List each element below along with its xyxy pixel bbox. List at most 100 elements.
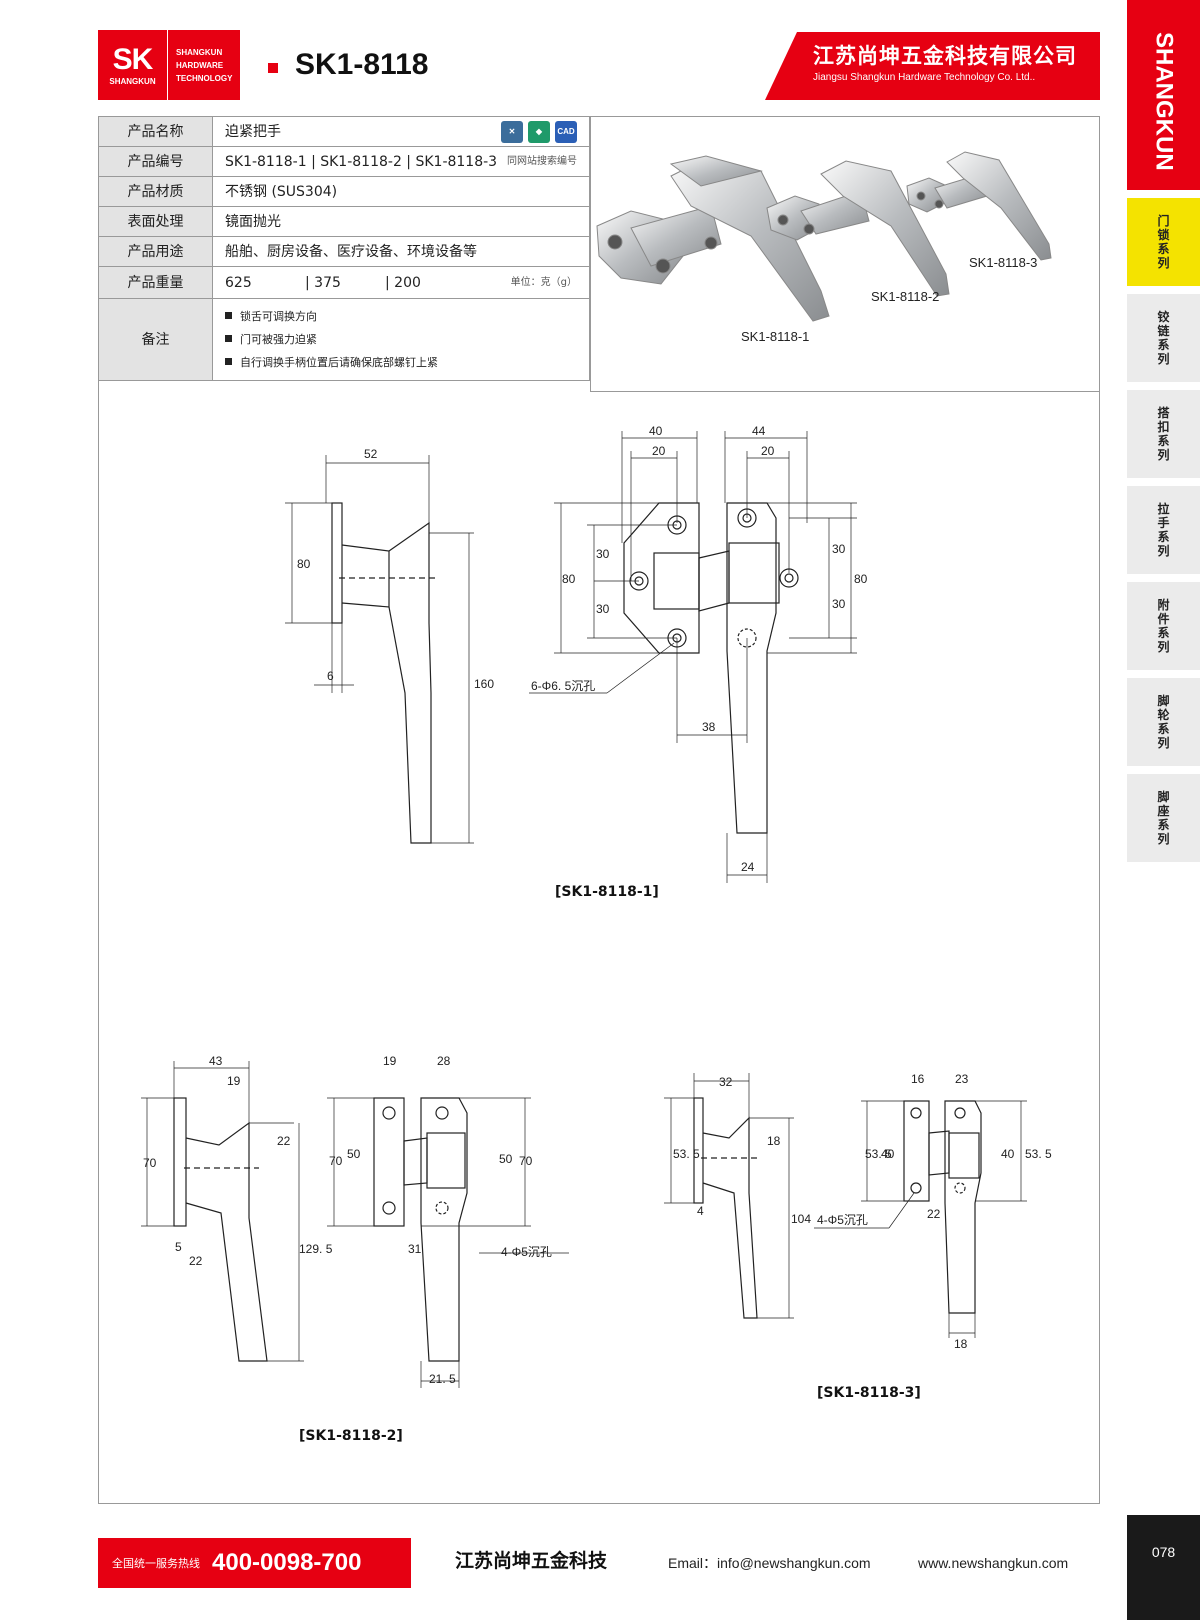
tab-label: 脚轮系列	[1157, 694, 1170, 750]
spec-label: 产品编号	[98, 146, 213, 177]
drawing-sk1-8118-1-front	[529, 431, 857, 883]
dim: 18	[954, 1337, 968, 1351]
dim: 16	[911, 1072, 925, 1086]
tab-door-lock[interactable]: 门锁系列	[1127, 198, 1200, 286]
dim: 22	[927, 1207, 941, 1221]
spec-label: 产品用途	[98, 236, 213, 267]
dim: 40	[881, 1147, 895, 1161]
sidebar-brand: SHANGKUN	[1127, 0, 1200, 190]
bullet-icon	[225, 358, 232, 365]
dim: 160	[474, 677, 494, 691]
product-name: 迫紧把手	[225, 123, 281, 140]
tab-label: 铰链系列	[1157, 310, 1170, 366]
dim: 21. 5	[429, 1372, 456, 1386]
logo-mark: SK	[112, 42, 154, 76]
dim: 80	[854, 572, 868, 586]
tab-label: 门锁系列	[1157, 214, 1170, 270]
drawing-sk1-8118-1-side	[285, 455, 474, 844]
note-item: 锁舌可调换方向	[225, 305, 577, 328]
tab-hinge[interactable]: 铰链系列	[1127, 294, 1200, 382]
dim: 23	[955, 1072, 969, 1086]
company-banner: 江苏尚坤五金科技有限公司 Jiangsu Shangkun Hardware T…	[765, 32, 1100, 100]
photo-caption: SK1-8118-1	[741, 329, 810, 344]
code-hint: 同网站搜索编号	[507, 155, 577, 167]
dim: 22	[189, 1254, 203, 1268]
dim: 32	[719, 1075, 733, 1089]
download-image-icon[interactable]: ✕	[501, 120, 523, 143]
footer-email[interactable]: Email：info@newshangkun.com	[668, 1555, 871, 1571]
note-item: 门可被强力迫紧	[225, 328, 577, 351]
tab-caster[interactable]: 脚轮系列	[1127, 678, 1200, 766]
page-title: SK1-8118	[295, 48, 429, 81]
spec-name-cell: 迫紧把手 ✕◆CAD	[212, 116, 590, 147]
cad-icon[interactable]: CAD	[555, 120, 577, 143]
handle-photo-medium	[766, 160, 950, 297]
tab-label: 搭扣系列	[1157, 406, 1170, 462]
drawing-sk1-8118-3	[664, 1073, 1027, 1338]
dim: 70	[519, 1154, 533, 1168]
drawing-label: [SK1-8118-2]	[299, 1428, 403, 1444]
logo-sub: SHANGKUN	[109, 76, 156, 86]
weight-value: | 375	[305, 274, 341, 291]
brand-text: SHANGKUN	[1150, 32, 1178, 171]
company-name-en: Jiangsu Shangkun Hardware Technology Co.…	[813, 72, 1036, 83]
product-photo: SK1-8118-1 SK1-8118-2 SK1-8118-3	[590, 116, 1100, 392]
dim: 40	[649, 424, 663, 438]
handle-photo-large	[596, 155, 830, 322]
spec-label: 备注	[98, 298, 213, 381]
dim: 50	[499, 1152, 513, 1166]
dim: 53. 5	[1025, 1147, 1052, 1161]
tab-label: 拉手系列	[1157, 502, 1170, 558]
spec-label: 产品材质	[98, 176, 213, 207]
tab-foot-base[interactable]: 脚座系列	[1127, 774, 1200, 862]
tab-label: 附件系列	[1157, 598, 1170, 654]
footer-company: 江苏尚坤五金科技	[455, 1550, 608, 1572]
dim: 53. 5	[865, 1147, 892, 1161]
dim: 129. 5	[299, 1242, 333, 1256]
spec-label: 表面处理	[98, 206, 213, 237]
bullet-icon	[225, 335, 232, 342]
content-frame	[98, 116, 1100, 1504]
tab-hasp[interactable]: 搭扣系列	[1127, 390, 1200, 478]
dim: 70	[143, 1156, 157, 1170]
dim: 6	[327, 669, 334, 683]
product-material: 不锈钢 (SUS304)	[212, 176, 590, 207]
dim: 30	[596, 547, 610, 561]
hotline-number[interactable]: 400-0098-700	[212, 1549, 362, 1576]
dim: 5	[175, 1240, 182, 1254]
note-item: 自行调换手柄位置后请确保底部螺钉上紧	[225, 351, 577, 374]
spec-label: 产品名称	[98, 116, 213, 147]
tab-accessory[interactable]: 附件系列	[1127, 582, 1200, 670]
weight-unit: 单位：克（g）	[510, 276, 577, 288]
photo-caption: SK1-8118-2	[871, 289, 940, 304]
product-code: SK1-8118-1 | SK1-8118-2 | SK1-8118-3	[225, 153, 498, 170]
tab-pull-handle[interactable]: 拉手系列	[1127, 486, 1200, 574]
footer: 全国统一服务热线 400-0098-700 江苏尚坤五金科技 Email：inf…	[98, 1538, 1100, 1588]
drawing-sk1-8118-2	[141, 1061, 569, 1388]
dim: 80	[562, 572, 576, 586]
handle-photo-small	[906, 151, 1052, 261]
dim: 24	[741, 860, 755, 874]
footer-website[interactable]: www.newshangkun.com	[918, 1555, 1069, 1571]
weight-value: | 200	[385, 274, 421, 291]
buy-online-icon[interactable]: ◆	[528, 120, 550, 143]
dim: 31	[408, 1242, 422, 1256]
dim: 40	[1001, 1147, 1015, 1161]
company-name-cn: 江苏尚坤五金科技有限公司	[813, 44, 1077, 68]
dim: 50	[347, 1147, 361, 1161]
dim: 20	[761, 444, 775, 458]
dim: 6-Φ6. 5沉孔	[531, 679, 595, 693]
spec-code-cell: SK1-8118-1 | SK1-8118-2 | SK1-8118-3 同网站搜…	[212, 146, 590, 177]
weight-value: 625	[225, 274, 252, 291]
photo-caption: SK1-8118-3	[969, 255, 1038, 270]
dim: 19	[227, 1074, 241, 1088]
dim: 4-Φ5沉孔	[501, 1245, 552, 1259]
page-number: 078	[1127, 1515, 1200, 1620]
spec-notes-cell: 锁舌可调换方向 门可被强力迫紧 自行调换手柄位置后请确保底部螺钉上紧	[212, 298, 590, 381]
dim: 80	[297, 557, 311, 571]
technical-drawings: 52 80 6 160 40 20 44 20 30 30 30 30 80 8…	[99, 393, 1099, 1503]
dim: 30	[832, 597, 846, 611]
tab-label: 脚座系列	[1157, 790, 1170, 846]
dim: 43	[209, 1054, 223, 1068]
